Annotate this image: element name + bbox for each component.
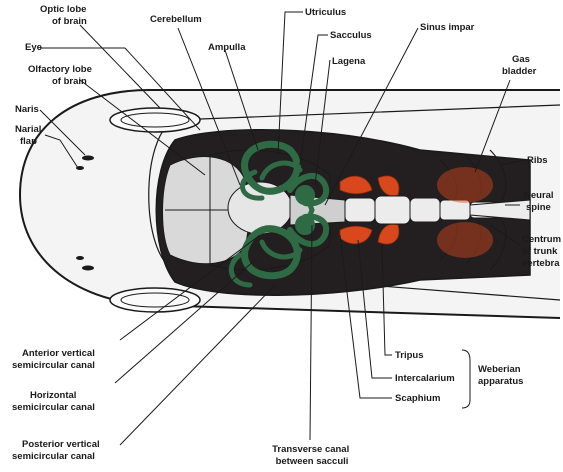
naris-top <box>82 156 94 161</box>
label-olfactory-lobe: Olfactory lobe of brain <box>28 64 95 87</box>
eye-top <box>110 108 200 132</box>
label-sacculus: Sacculus <box>330 30 372 41</box>
label-intercalarium: Intercalarium <box>395 373 455 384</box>
label-gas-bladder: Gas bladder <box>502 54 537 77</box>
label-anterior-vertical: Anterior vertical semicircular canal <box>12 348 98 371</box>
label-weberian-apparatus: Weberian apparatus <box>478 364 523 387</box>
eye-bottom <box>110 288 200 312</box>
label-cerebellum: Cerebellum <box>150 14 202 25</box>
label-scaphium: Scaphium <box>395 393 440 404</box>
label-optic-lobe: Optic lobe of brain <box>40 4 89 27</box>
label-ampulla: Ampulla <box>208 42 246 53</box>
label-ribs: Ribs <box>527 155 548 166</box>
label-sinus-impar: Sinus impar <box>420 22 475 33</box>
naris-bottom <box>82 266 94 271</box>
label-naris: Naris <box>15 104 39 115</box>
label-eye: Eye <box>25 42 42 53</box>
label-centrum: Centrum of trunk vertebra <box>522 234 563 269</box>
label-transverse-canal: Transverse canal between sacculi <box>272 444 352 467</box>
label-lagena: Lagena <box>332 56 366 67</box>
label-utriculus: Utriculus <box>305 7 346 18</box>
naris-bottom-2 <box>76 256 84 260</box>
label-horizontal: Horizontal semicircular canal <box>12 390 95 413</box>
label-tripus: Tripus <box>395 350 424 361</box>
label-posterior-vertical: Posterior vertical semicircular canal <box>12 439 102 462</box>
